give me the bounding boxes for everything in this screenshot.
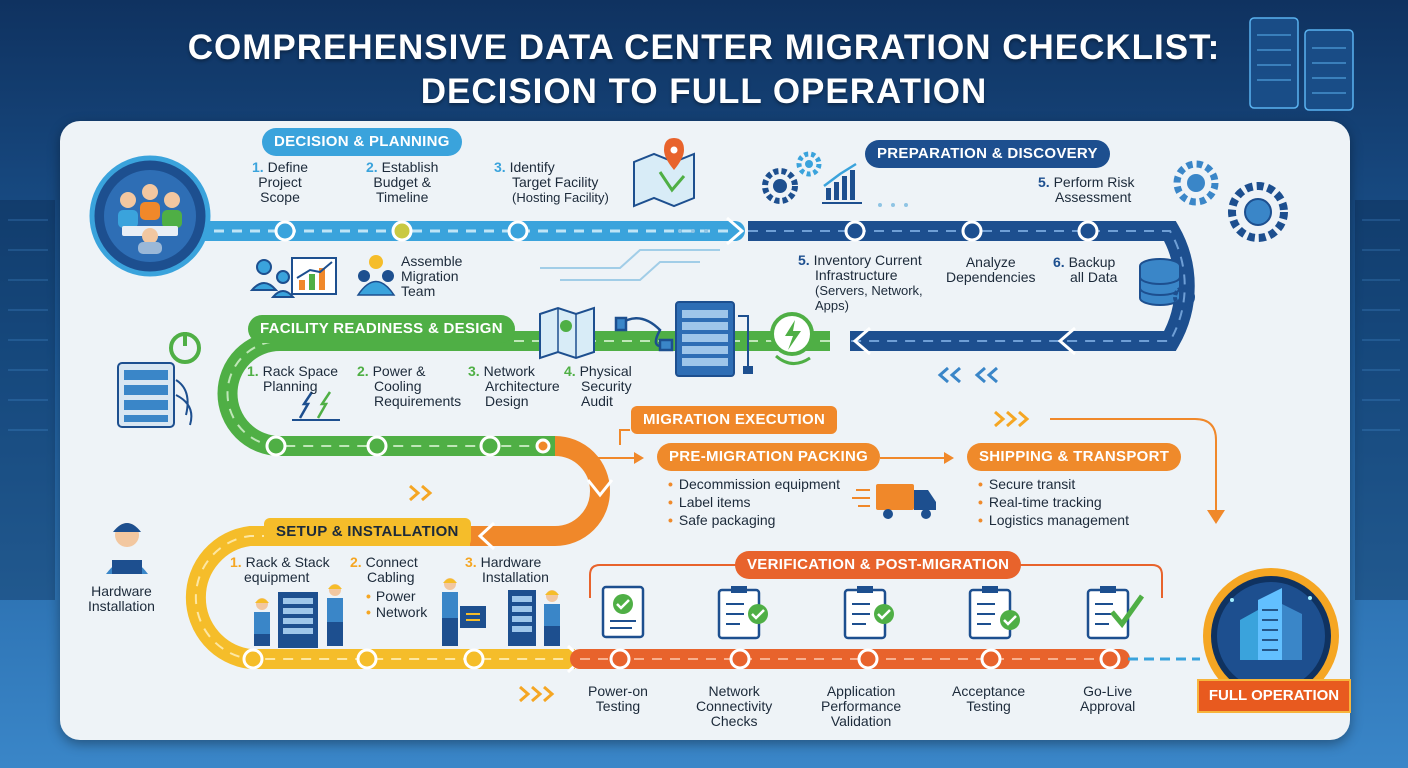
phase-facility-readiness: FACILITY READINESS & DESIGN — [248, 315, 515, 343]
step-rack-stack: 1. Rack & Stack equipment — [230, 554, 330, 585]
title-line-2: DECISION TO FULL OPERATION — [420, 72, 988, 111]
network-cable-icon — [614, 316, 674, 352]
step-acceptance-testing: Acceptance Testing — [952, 683, 1026, 714]
node-app-perf — [857, 648, 879, 670]
page-title: COMPREHENSIVE DATA CENTER MIGRATION CHEC… — [0, 26, 1408, 114]
phase-verification: VERIFICATION & POST-MIGRATION — [735, 551, 1022, 579]
step-app-performance: Application Performance Validation — [821, 683, 902, 729]
server-rack-icon — [1249, 17, 1354, 111]
step-physical-security: 4. Physical Security Audit — [564, 363, 632, 409]
server-rack-left-icon — [117, 362, 193, 428]
gears-icon — [762, 151, 822, 204]
step-assemble-team: Assemble Migration Team — [401, 253, 463, 299]
node-power-cooling — [366, 435, 388, 457]
node-cabling — [356, 648, 378, 670]
step-power-on-testing: Power-on Testing — [588, 683, 648, 714]
node-target-facility — [507, 220, 529, 242]
floor-plan-icon — [539, 306, 595, 360]
execution-track — [470, 436, 610, 546]
node-net-checks — [729, 648, 751, 670]
step-risk-assessment: 5. Perform Risk Assessment — [1038, 174, 1135, 205]
node-budget — [391, 220, 413, 242]
team-icon — [356, 255, 396, 296]
hardware-workers-icon — [442, 578, 560, 646]
packing-list: Decommission equipment Label items Safe … — [668, 475, 840, 529]
arrow-to-preparation — [726, 216, 745, 246]
step-analyze-dependencies: Analyze Dependencies — [946, 254, 1036, 285]
step-power-cooling: 2. Power & Cooling Requirements — [357, 363, 462, 409]
power-icon — [169, 332, 201, 364]
side-hardware-installation: Hardware Installation — [88, 583, 155, 614]
step-target-facility: 3. Identify Target Facility (Hosting Fac… — [494, 159, 609, 206]
power-energy-icon — [770, 312, 814, 365]
node-backup — [1077, 220, 1099, 242]
step-backup-data: 6. Backup all Data — [1053, 254, 1118, 285]
technician-icon — [106, 523, 148, 574]
step-inventory: 5. Inventory Current Infrastructure (Ser… — [798, 252, 923, 314]
map-pin-icon — [633, 138, 695, 208]
data-center-icon — [1203, 568, 1339, 704]
growth-chart-icon — [249, 257, 337, 298]
step-budget-timeline: 2. Establish Budget & Timeline — [366, 159, 439, 205]
step-rack-space: 1. Rack Space Planning — [247, 363, 339, 394]
packing-item: Label items — [668, 493, 840, 511]
shipping-item: Real-time tracking — [978, 493, 1129, 511]
delivery-truck-icon — [852, 484, 936, 519]
checklist-icon — [601, 585, 1145, 640]
step-go-live: Go-Live Approval — [1080, 683, 1136, 714]
cabling-subitems: Power Network — [366, 588, 427, 620]
step-network-checks: Network Connectivity Checks — [696, 683, 773, 729]
database-icon — [1139, 258, 1195, 308]
phase-decision-planning: DECISION & PLANNING — [262, 128, 462, 156]
full-operation-badge: FULL OPERATION — [1197, 679, 1351, 713]
server-rack-center-icon — [675, 301, 753, 377]
node-dependencies — [961, 220, 983, 242]
phase-pre-migration-packing: PRE-MIGRATION PACKING — [657, 443, 881, 471]
node-inventory — [844, 220, 866, 242]
node-acceptance — [980, 648, 1002, 670]
node-rack-space — [265, 435, 287, 457]
bar-chart-icon — [822, 162, 862, 204]
node-define-scope — [274, 220, 296, 242]
node-go-live — [1099, 648, 1121, 670]
node-network-arch — [479, 435, 501, 457]
node-power-on — [609, 648, 631, 670]
node-security — [535, 438, 551, 454]
gears-icon-right — [1173, 160, 1288, 242]
phase-setup-installation: SETUP & INSTALLATION — [264, 518, 471, 546]
shipping-item: Secure transit — [978, 475, 1129, 493]
node-hw-install — [463, 648, 485, 670]
power-cable-icon — [292, 391, 340, 421]
shipping-item: Logistics management — [978, 511, 1129, 529]
step-connect-cabling: 2. Connect Cabling — [350, 554, 418, 585]
step-network-architecture: 3. Network Architecture Design — [468, 363, 560, 409]
phase-shipping-transport: SHIPPING & TRANSPORT — [967, 443, 1182, 471]
node-rack-stack — [242, 648, 264, 670]
packing-item: Decommission equipment — [668, 475, 840, 493]
packing-item: Safe packaging — [668, 511, 840, 529]
rack-stack-workers-icon — [254, 584, 343, 648]
shipping-list: Secure transit Real-time tracking Logist… — [978, 475, 1129, 529]
step-hardware-installation: 3. Hardware Installation — [465, 554, 549, 585]
step-define-scope: 1. Define Project Scope — [252, 159, 309, 205]
phase-migration-execution: MIGRATION EXECUTION — [631, 406, 838, 434]
title-line-1: COMPREHENSIVE DATA CENTER MIGRATION CHEC… — [187, 28, 1221, 67]
team-meeting-icon — [89, 155, 211, 277]
phase-preparation-discovery: PREPARATION & DISCOVERY — [865, 140, 1110, 168]
